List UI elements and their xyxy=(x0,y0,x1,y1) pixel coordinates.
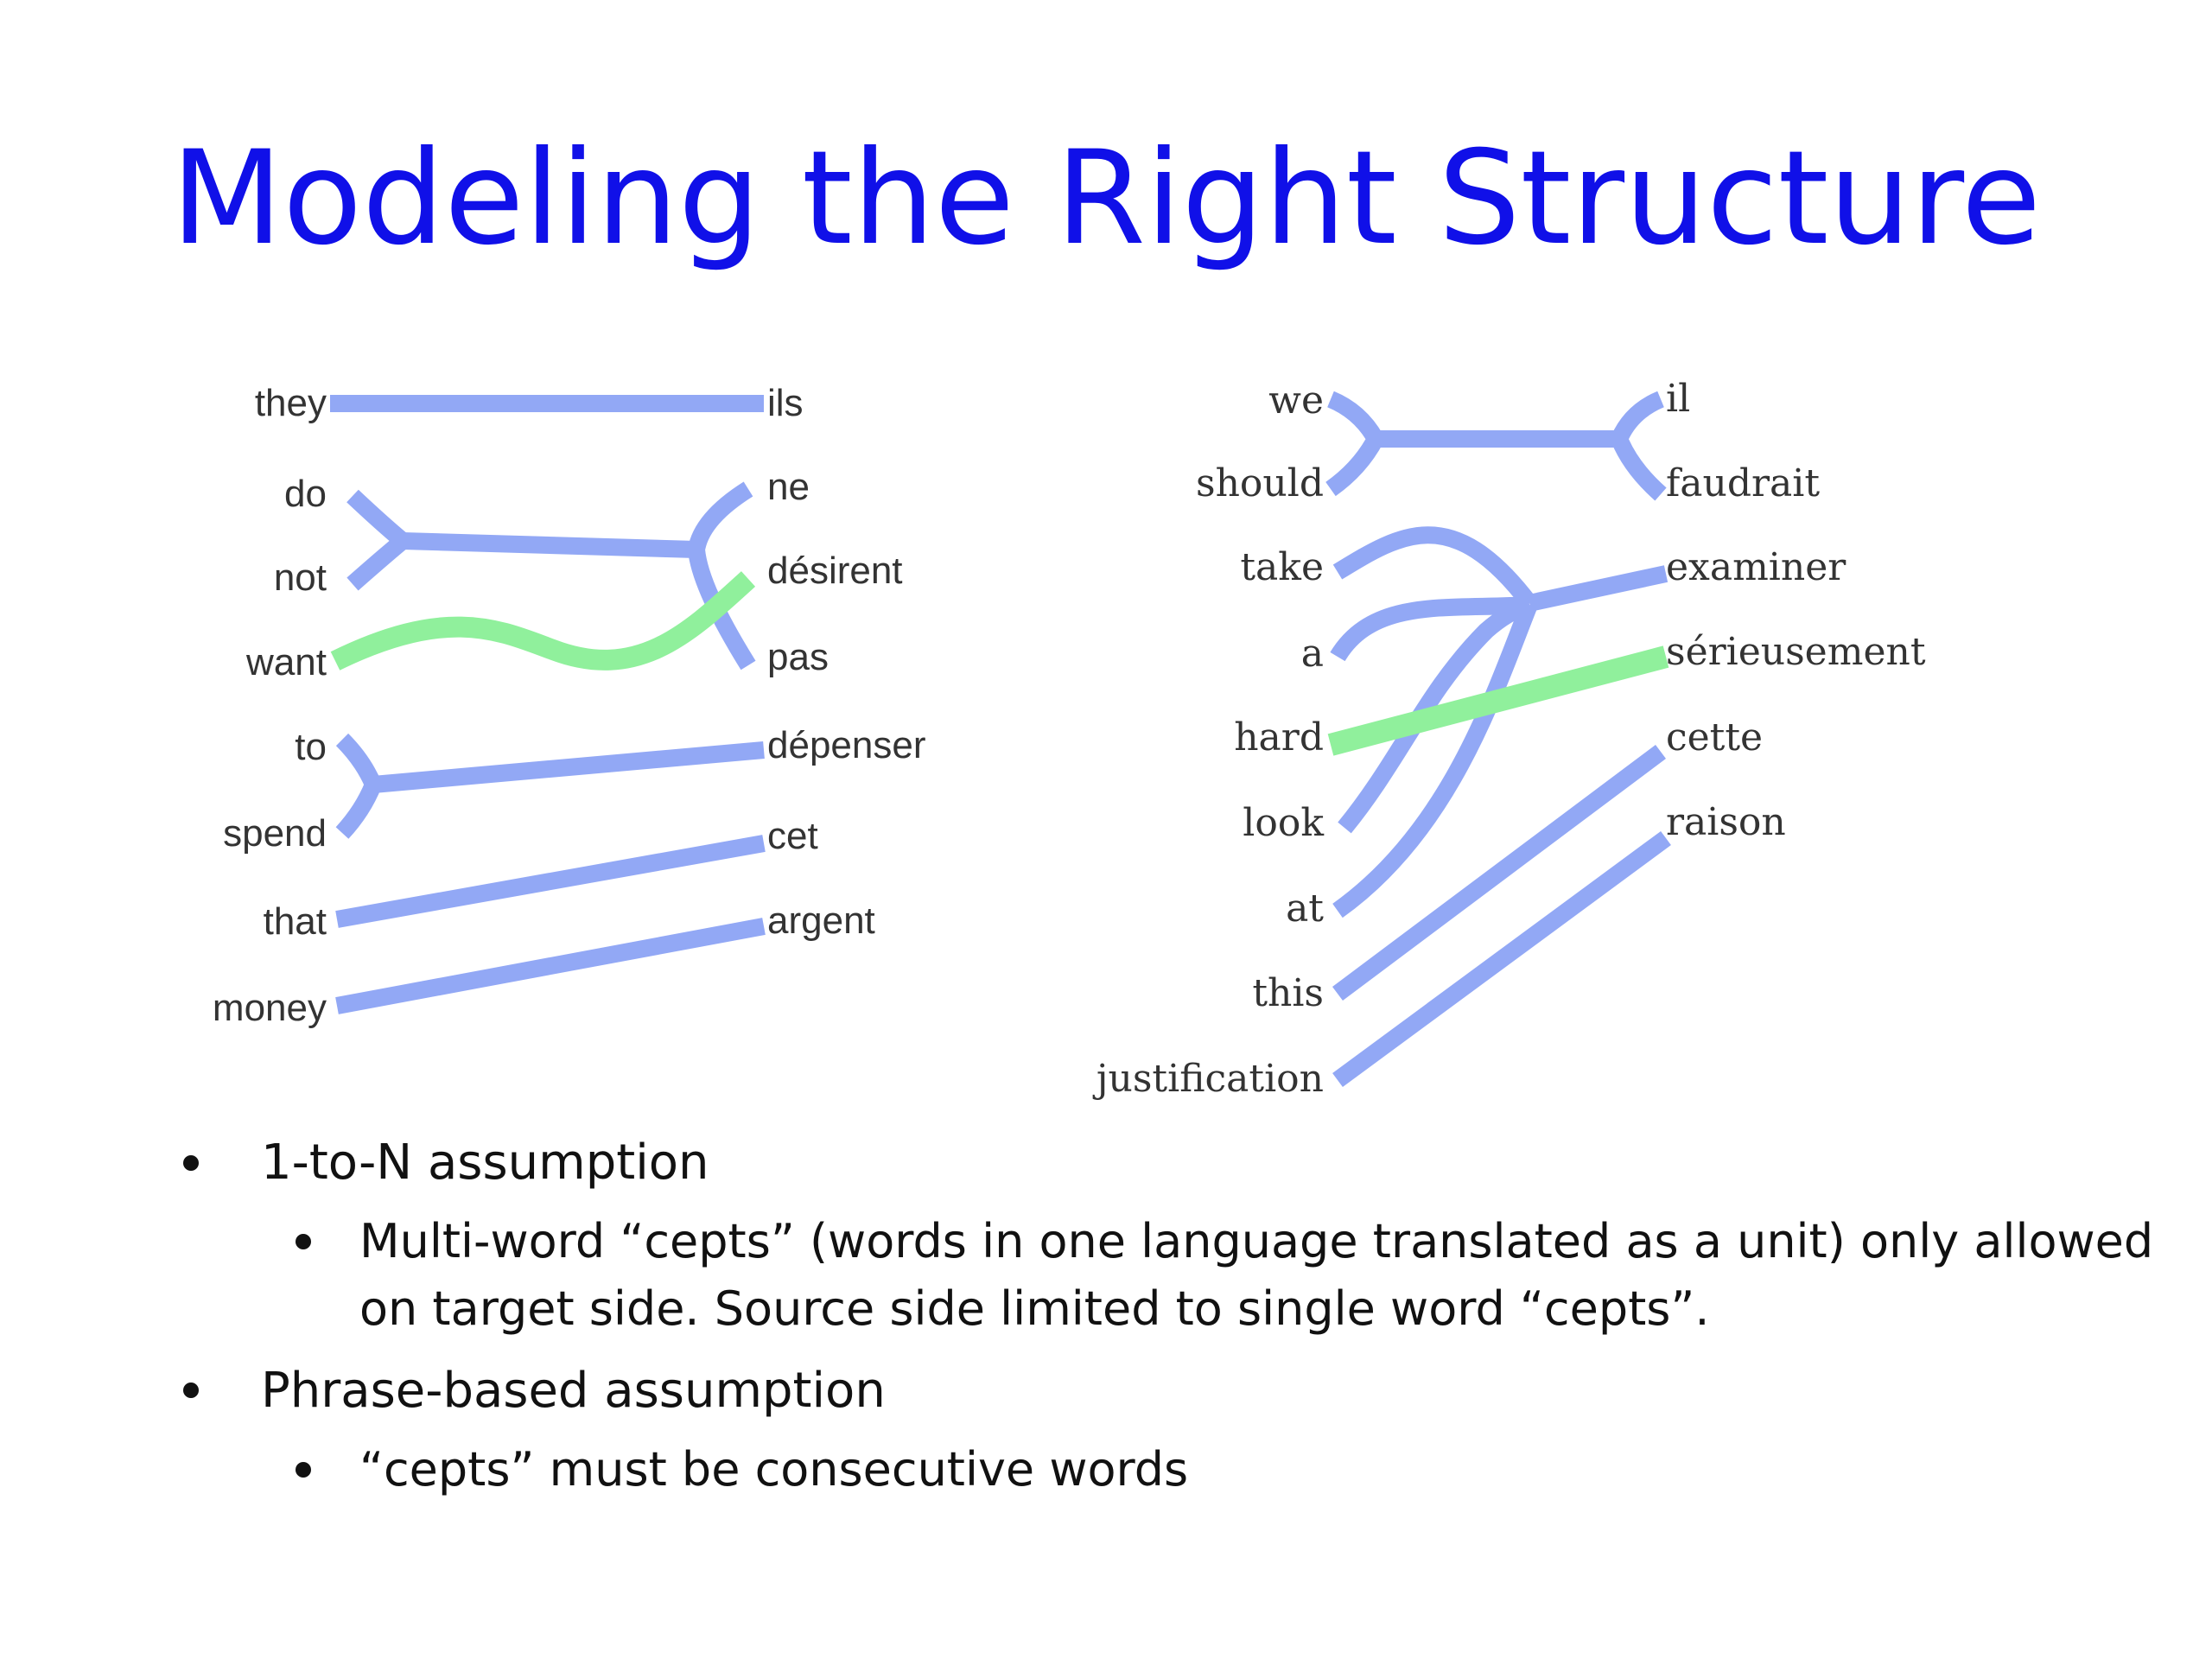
source-word: this xyxy=(1252,971,1324,1015)
alignment-link-do-not-ne-pas xyxy=(402,532,697,558)
target-word: ne xyxy=(767,466,810,508)
left-target-words: ils ne désirent pas dépenser cet argent xyxy=(767,382,925,942)
source-word: want xyxy=(245,641,327,683)
alignment-link-ne-pas-fork xyxy=(688,481,756,671)
alignment-link-money-argent xyxy=(335,918,766,1014)
target-word: désirent xyxy=(767,550,903,592)
alignment-link-at-examiner xyxy=(1332,601,1538,918)
right-target-words: il faudrait examiner sérieusement cette … xyxy=(1666,377,1926,844)
source-word: take xyxy=(1240,545,1324,589)
left-source-words: they do not want to spend that money xyxy=(213,382,327,1029)
target-word: sérieusement xyxy=(1666,630,1926,674)
alignment-link-to-spend-depenser xyxy=(372,741,765,793)
bullet-dot xyxy=(183,1382,199,1398)
alignment-link-look-examiner xyxy=(1338,596,1533,834)
target-word: cet xyxy=(767,815,818,857)
source-word: not xyxy=(274,556,327,599)
alignment-link-this-cette xyxy=(1332,744,1666,1001)
sub-bullet-text: Multi-word “cepts” (words in one languag… xyxy=(359,1214,2154,1268)
bullet-text: Phrase-based assumption xyxy=(261,1363,886,1419)
source-word: they xyxy=(255,382,327,424)
target-word: ils xyxy=(767,382,804,424)
bullet-dot xyxy=(296,1234,311,1249)
right-source-words: we should take a hard look at this justi… xyxy=(1092,378,1324,1101)
source-word: justification xyxy=(1092,1057,1324,1101)
alignment-link-take-examiner xyxy=(1332,526,1536,609)
source-word: we xyxy=(1268,378,1324,423)
bullet-dot xyxy=(296,1462,311,1478)
target-word: examiner xyxy=(1666,545,1847,589)
target-word: argent xyxy=(767,899,875,942)
alignment-link-a-examiner xyxy=(1330,596,1530,662)
sub-bullet-text: on target side. Source side limited to s… xyxy=(359,1281,1710,1336)
bullet-dot xyxy=(183,1155,199,1171)
source-word: that xyxy=(264,900,327,943)
target-word: dépenser xyxy=(767,724,925,766)
source-word: look xyxy=(1243,801,1324,845)
target-word: raison xyxy=(1666,800,1786,844)
sub-bullet-text: “cepts” must be consecutive words xyxy=(359,1442,1189,1497)
target-word: pas xyxy=(767,636,829,678)
target-word: il xyxy=(1666,377,1690,421)
source-word: money xyxy=(213,987,327,1029)
slide-title: Modeling the Right Structure xyxy=(170,124,2042,274)
alignment-link-want-desirent xyxy=(330,571,756,671)
alignment-link-hard-serieusement xyxy=(1327,645,1669,756)
source-word: hard xyxy=(1234,715,1324,760)
source-word: to xyxy=(295,726,327,768)
source-word: spend xyxy=(223,812,327,855)
source-word: do xyxy=(284,473,327,515)
target-word: cette xyxy=(1666,715,1763,760)
alignment-link-that-cet xyxy=(335,835,766,928)
target-word: faudrait xyxy=(1666,461,1820,505)
alignment-link-justification-raison xyxy=(1332,830,1671,1088)
source-word: a xyxy=(1301,632,1324,676)
source-word: at xyxy=(1286,887,1324,931)
bullet-text: 1-to-N assumption xyxy=(261,1135,709,1191)
alignment-link-examiner-stem xyxy=(1527,565,1669,612)
left-alignment-links xyxy=(330,395,766,1014)
alignment-link-il-faudrait-fork xyxy=(1611,391,1667,501)
source-word: should xyxy=(1196,461,1324,505)
right-alignment-links xyxy=(1325,391,1671,1088)
